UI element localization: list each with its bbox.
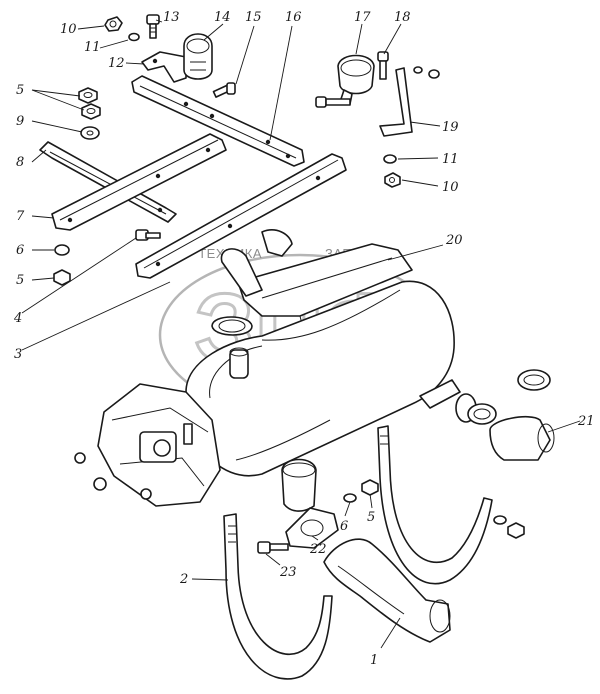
nut-5-a	[78, 87, 98, 104]
outlet-pipe	[281, 458, 317, 512]
nut-5-lower	[361, 479, 379, 496]
callout-10-right: 10	[442, 180, 459, 195]
callout-15: 15	[245, 10, 262, 25]
callout-5-lower: 5	[367, 510, 375, 525]
clamp-17	[337, 54, 375, 105]
bolt-13	[146, 14, 160, 39]
bolt-23	[257, 541, 289, 554]
callout-13: 13	[163, 10, 180, 25]
callout-22: 22	[309, 542, 327, 557]
callout-17: 17	[354, 10, 371, 25]
callout-20: 20	[445, 233, 463, 248]
callout-12: 12	[108, 56, 125, 71]
callout-10-top: 10	[60, 22, 77, 37]
exhaust-hose-1	[323, 538, 451, 643]
callout-18: 18	[394, 10, 411, 25]
small-washers-18	[413, 66, 440, 79]
callout-6-left: 6	[16, 243, 24, 258]
exhaust-pipe-upper	[220, 229, 293, 297]
inlet-fitting	[229, 347, 249, 379]
callout-7: 7	[16, 209, 25, 224]
strap-2	[223, 513, 333, 680]
elbow-21	[489, 415, 555, 461]
callout-1: 1	[370, 653, 378, 668]
washer-nut-right	[493, 515, 525, 539]
callout-8: 8	[16, 155, 24, 170]
callout-5-top: 5	[16, 83, 24, 98]
callout-19: 19	[442, 120, 459, 135]
bolt-18	[377, 51, 389, 80]
callout-2: 2	[179, 572, 188, 587]
clamp-21	[517, 369, 551, 391]
callout-11-right: 11	[442, 152, 459, 167]
bracket-12	[141, 51, 187, 83]
rail-3	[135, 153, 347, 279]
callout-6-lower: 6	[340, 519, 348, 534]
bolt-4	[135, 229, 161, 241]
clamp-14	[183, 33, 213, 80]
washer-6-left	[54, 244, 70, 256]
strap-right	[377, 425, 493, 585]
callout-numbers: 10 13 14 15 16 17 18 11 12 5 9 19 8 11 1…	[13, 10, 595, 668]
burner-assembly	[74, 383, 221, 507]
bolt-15	[212, 82, 236, 98]
washer-11-right	[383, 154, 397, 164]
washer-9	[80, 126, 100, 140]
callout-9: 9	[16, 114, 24, 129]
nut-10-top	[104, 16, 123, 32]
callout-4: 4	[13, 311, 22, 326]
strap-16	[131, 75, 305, 167]
callout-3: 3	[14, 347, 22, 362]
clamp-side	[467, 403, 497, 425]
nut-5-b	[81, 103, 101, 120]
clamp-upper	[211, 316, 253, 336]
callout-21: 21	[577, 414, 595, 429]
bracket-19	[379, 67, 413, 137]
washer-11-top	[128, 32, 140, 42]
callout-16: 16	[285, 10, 302, 25]
callout-11-top: 11	[84, 40, 101, 55]
rail-7	[51, 133, 227, 231]
heater-body	[185, 280, 455, 477]
leader-lines	[21, 19, 581, 649]
nut-10-right	[384, 172, 401, 188]
washer-6-lower	[343, 493, 357, 503]
callout-14: 14	[214, 10, 231, 25]
callout-5-left: 5	[16, 273, 24, 288]
bolt-clamp-17	[315, 96, 351, 108]
callout-23: 23	[279, 565, 297, 580]
